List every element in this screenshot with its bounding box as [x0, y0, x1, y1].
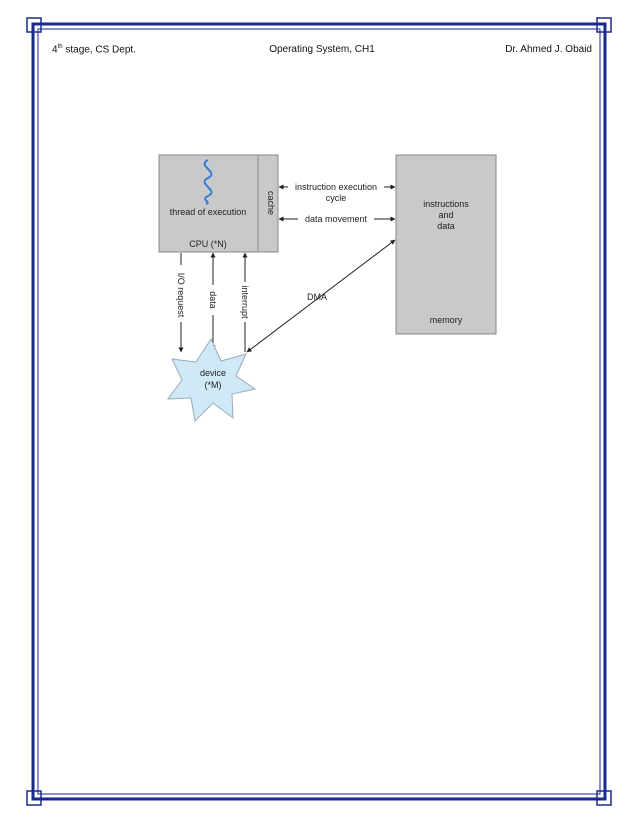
header-author: Dr. Ahmed J. Obaid [505, 44, 592, 55]
cache-label: cache [266, 191, 276, 215]
header-course: Operating System, CH1 [269, 44, 375, 55]
memory-box [395, 154, 497, 335]
cpu-thread-label: thread of execution [170, 207, 247, 217]
department: stage, CS Dept. [62, 44, 136, 56]
instruction-cycle-label-2: cycle [326, 193, 347, 203]
stage-ordinal: th [57, 44, 63, 50]
dma-label: DMA [307, 292, 327, 302]
memory-label: memory [430, 315, 463, 325]
io-request-label: I/O request [176, 273, 186, 318]
stage-number: 4 [52, 44, 58, 56]
memory-content-line1: instructions [423, 199, 469, 209]
interrupt-label: interrupt [240, 285, 250, 319]
dma-arrow [246, 239, 396, 353]
device-star [166, 337, 257, 423]
data-movement-label: data movement [305, 214, 368, 224]
cpu-label: CPU (*N) [189, 239, 227, 249]
thread-wave-icon [203, 159, 213, 205]
instruction-cycle-label-1: instruction execution [295, 182, 377, 192]
memory-content-line2: and [438, 210, 453, 220]
device-label-2: (*M) [205, 380, 222, 390]
header-left: 4th stage, CS Dept. [52, 44, 136, 55]
data-label: data [208, 291, 218, 309]
page-header: 4th stage, CS Dept. Operating System, CH… [52, 44, 592, 60]
device-label-1: device [200, 368, 226, 378]
memory-content-line3: data [437, 221, 455, 231]
